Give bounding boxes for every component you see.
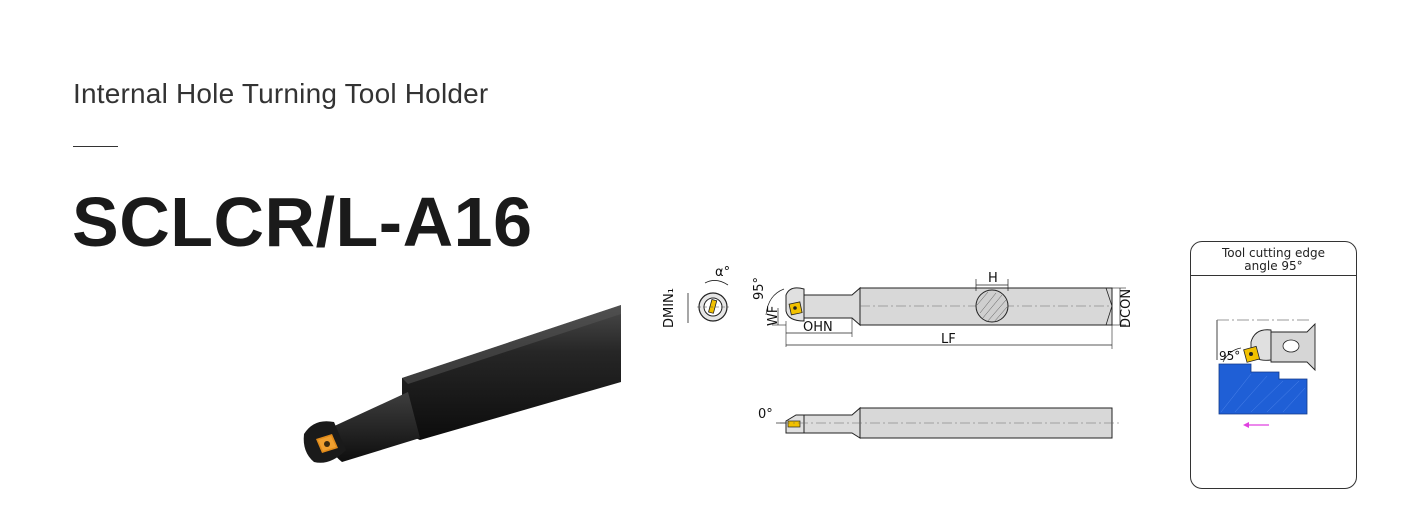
dim-wf-label: WF [766, 305, 781, 326]
callout-title: Tool cutting edge angle 95° [1191, 247, 1356, 273]
technical-drawing [687, 279, 1126, 439]
shank-body [402, 305, 621, 440]
tool-holder-photo [303, 305, 621, 463]
side-view-bottom [776, 406, 1120, 439]
callout-divider [1191, 275, 1356, 276]
shank-highlight [402, 305, 621, 384]
end-view [687, 280, 729, 323]
callout-title-line2: angle 95° [1244, 259, 1303, 273]
title-divider [73, 146, 118, 147]
carbide-insert [316, 434, 338, 453]
workpiece [1218, 363, 1308, 415]
shank-neck [329, 392, 420, 462]
dim-alpha-label: α° [715, 265, 731, 280]
cutting-edge-angle-callout: Tool cutting edge angle 95° 95° [1190, 241, 1357, 489]
dim-h-label: H [988, 271, 998, 286]
dim-ohn-label: OHN [803, 320, 833, 335]
dim-dmin-label: DMIN₁ [662, 288, 677, 328]
dim-dcon-label: DCON [1119, 288, 1134, 328]
cutting-diagram [1216, 319, 1316, 428]
dim-angle95-label: 95° [752, 276, 767, 300]
callout-title-line1: Tool cutting edge [1221, 246, 1326, 260]
product-model-title: SCLCR/L-A16 [72, 183, 533, 261]
callout-angle-label: 95° [1219, 349, 1241, 363]
side-view-top [765, 279, 1126, 349]
dim-angle0-label: 0° [758, 407, 773, 422]
dim-lf-label: LF [941, 332, 956, 347]
product-category-title: Internal Hole Turning Tool Holder [73, 78, 489, 109]
